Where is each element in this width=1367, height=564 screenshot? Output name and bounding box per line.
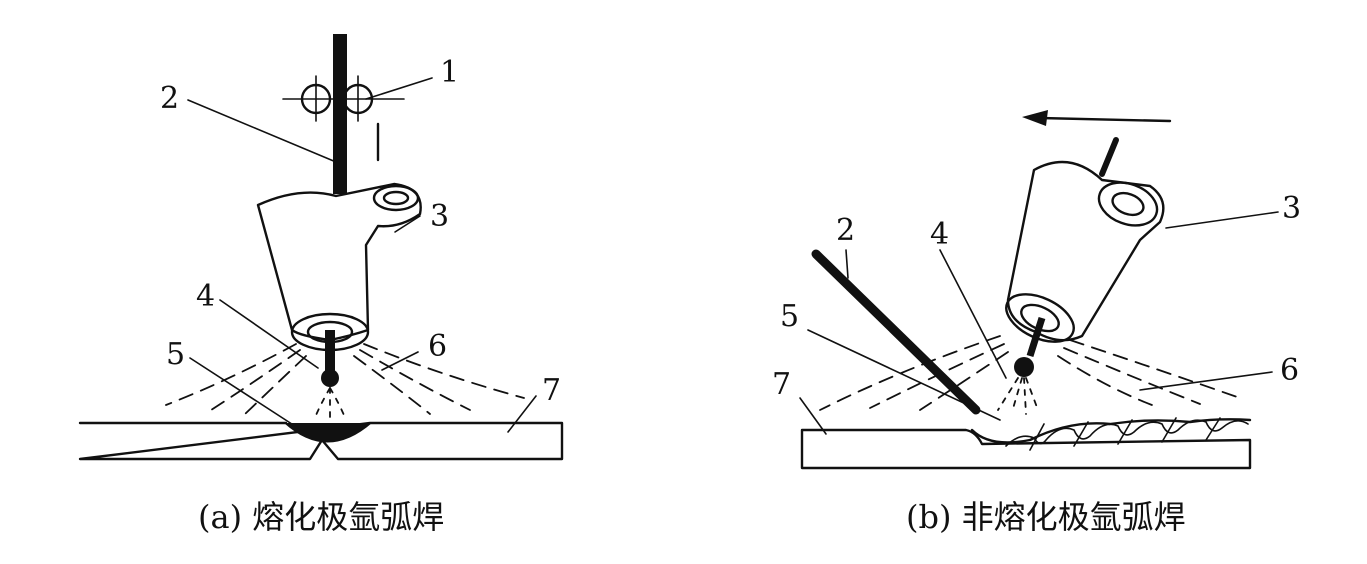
diagram-a: 1 2 3 4 5 6 7 (a) 熔化极氩弧焊 xyxy=(78,34,564,536)
caption-a: (a) 熔化极氩弧焊 xyxy=(198,498,444,536)
filler-rod-b xyxy=(811,249,981,415)
label-b-6: 6 xyxy=(1280,353,1299,388)
weld-pool-a xyxy=(284,423,372,443)
leader-lines-b xyxy=(799,211,1279,435)
caption-b: (b) 非熔化极氩弧焊 xyxy=(906,498,1186,536)
label-a-1: 1 xyxy=(440,55,459,90)
tungsten-electrode xyxy=(1026,316,1046,358)
workpiece-b xyxy=(800,428,1252,470)
torch-nozzle-b xyxy=(1005,137,1165,343)
label-b-7: 7 xyxy=(772,367,791,402)
label-a-7: 7 xyxy=(542,373,561,408)
label-a-5: 5 xyxy=(166,337,185,372)
label-a-4: 4 xyxy=(196,279,215,314)
wire-tip-a xyxy=(325,330,335,374)
weld-bead-b xyxy=(970,417,1252,451)
workpiece-a xyxy=(78,421,564,461)
droplet-a xyxy=(321,369,339,387)
droplet-b xyxy=(1014,357,1034,377)
leader-lines-a xyxy=(187,77,537,433)
label-b-3: 3 xyxy=(1282,191,1301,226)
shielding-gas-a xyxy=(165,343,525,416)
torch-nozzle-a xyxy=(256,182,422,352)
shielding-gas-b xyxy=(819,335,1241,411)
label-a-6: 6 xyxy=(428,329,447,364)
travel-direction-arrow xyxy=(1022,110,1172,126)
label-b-4: 4 xyxy=(930,217,949,252)
label-a-2: 2 xyxy=(160,81,179,116)
label-a-3: 3 xyxy=(430,199,449,234)
label-b-5: 5 xyxy=(780,299,799,334)
label-b-2: 2 xyxy=(836,213,855,248)
diagram-b: 2 3 4 5 6 7 (b) 非熔化极氩弧焊 xyxy=(772,110,1301,536)
arc-b xyxy=(997,377,1039,415)
filler-wire-a xyxy=(333,34,347,194)
arc-a xyxy=(313,387,347,421)
